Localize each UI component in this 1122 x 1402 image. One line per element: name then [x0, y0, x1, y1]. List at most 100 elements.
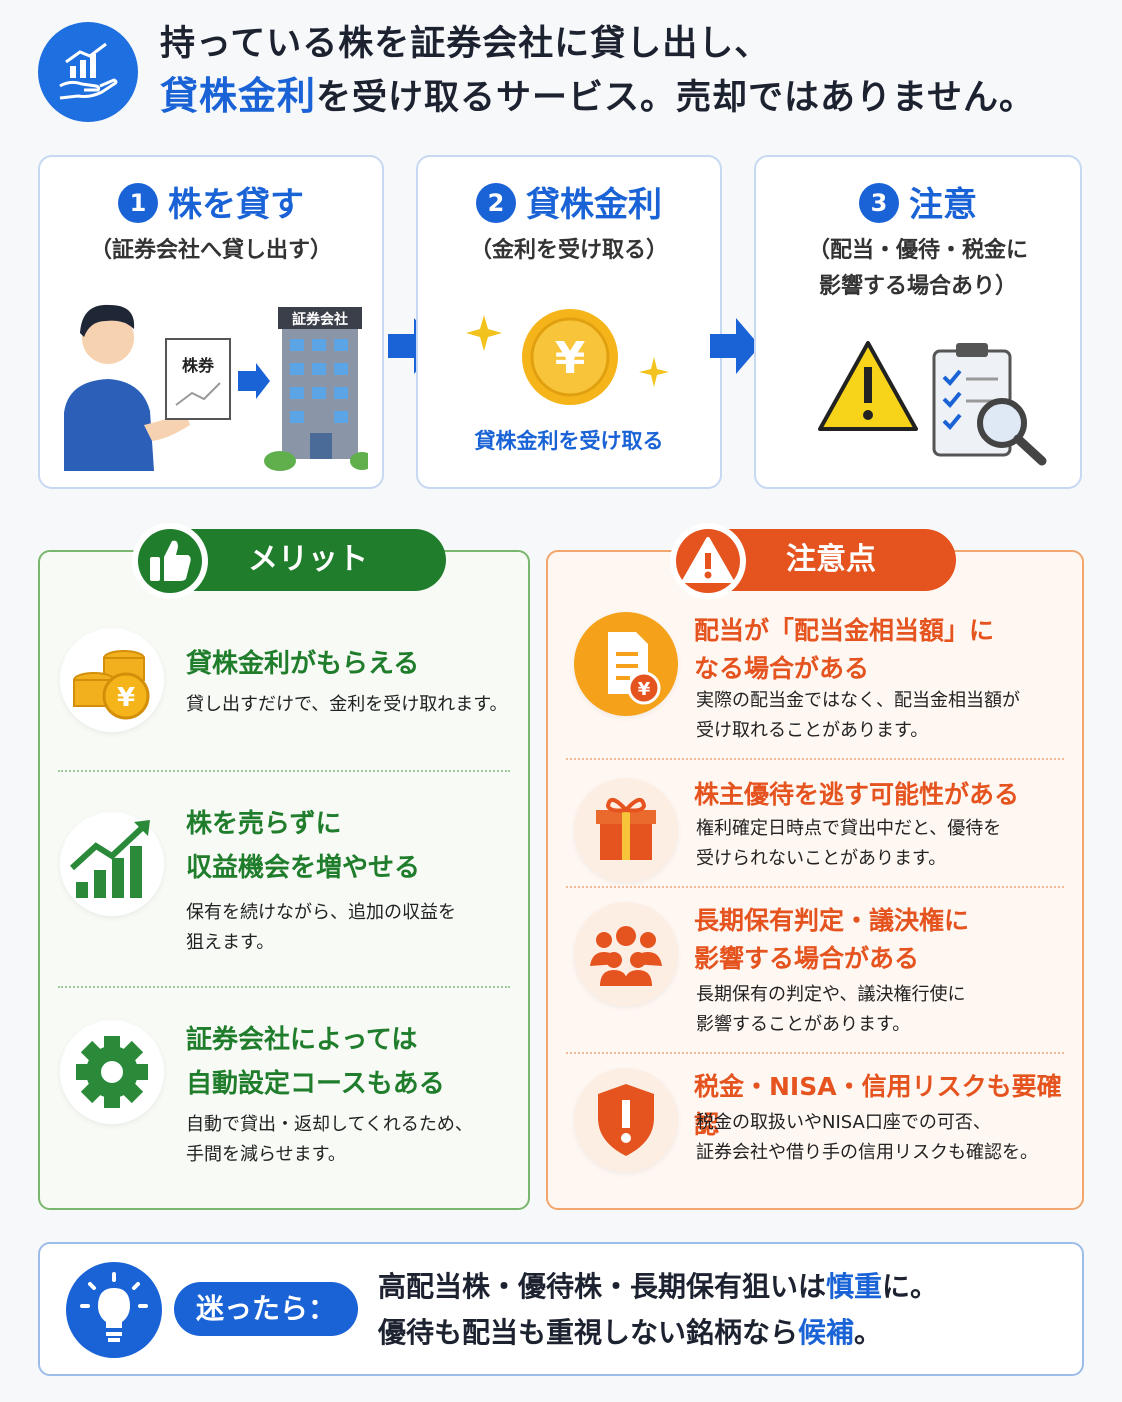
advice-line-2-highlight: 候補 [798, 1316, 855, 1349]
caution-3-title-line-2: 影響する場合がある [694, 944, 920, 973]
step-1-number: 1 [118, 183, 158, 223]
caution-1-desc: 実際の配当金ではなく、配当金相当額が 受け取れることがあります。 [696, 686, 1076, 746]
step-3-subtitle: （配当・優待・税金に 影響する場合あり） [756, 233, 1080, 305]
caution-1-title-line-1: 配当が「配当金相当額」に [694, 616, 995, 645]
light-bulb-icon [66, 1262, 162, 1358]
document-yen-icon: ¥ [574, 612, 678, 716]
caution-divider-2 [566, 886, 1064, 888]
step-3-title: 注意 [909, 185, 977, 225]
merit-divider-1 [58, 770, 510, 772]
advice-line-1-c: に。 [882, 1270, 939, 1303]
person-lending-illustration: 株券 証券会社 [64, 304, 368, 471]
caution-1-title-line-2: なる場合がある [694, 654, 870, 683]
merit-3-desc: 自動で貸出・返却してくれるため、 手間を減らせます。 [186, 1110, 516, 1170]
step-3-number: 3 [859, 183, 899, 223]
caution-2-desc: 権利確定日時点で貸出中だと、優待を 受けられないことがあります。 [696, 814, 1076, 874]
flow-arrow-2 [710, 318, 760, 374]
merits-panel: メリット ¥ 貸株金利がもらえる 貸し出すだけで、金利を受け取れます。 [38, 523, 530, 1210]
caution-1-title: 配当が「配当金相当額」に なる場合がある [694, 612, 1074, 688]
step-3-subtitle-line-2: 影響する場合あり） [818, 274, 1017, 299]
merit-3-title: 証券会社によっては 自動設定コースもある [186, 1018, 526, 1106]
merit-3-title-line-2: 自動設定コースもある [186, 1069, 445, 1099]
advice-text: 高配当株・優待株・長期保有狙いは慎重に。 優待も配当も重視しない銘柄なら候補。 [378, 1264, 1078, 1356]
page-title: 持っている株を証券会社に貸し出し、 貸株金利を受け取るサービス。売却ではありませ… [160, 18, 1100, 124]
caution-1-desc-line-2: 受け取れることがあります。 [696, 720, 929, 741]
svg-text:¥: ¥ [117, 683, 135, 713]
gift-icon [574, 778, 678, 882]
merit-3-desc-line-1: 自動で貸出・返却してくれるため、 [186, 1114, 473, 1135]
advice-line-1-a: 高配当株・優待株・長期保有狙いは [378, 1270, 827, 1303]
caution-2-title: 株主優待を逃す可能性がある [694, 780, 1020, 809]
merit-2-desc-line-2: 狙えます。 [186, 932, 275, 953]
thumbs-up-badge [132, 523, 208, 599]
title-line-1: 持っている株を証券会社に貸し出し、 [160, 24, 771, 64]
warning-badge [670, 523, 746, 599]
yen-symbol: ¥ [555, 333, 586, 384]
group-people-icon [574, 902, 678, 1006]
cautions-panel: 注意点 ¥ 配当が「配当金相当額」に なる場合がある 実際の配当金ではなく、配当… [546, 523, 1084, 1210]
advice-line-2: 優待も配当も重視しない銘柄なら候補。 [378, 1310, 1078, 1356]
merit-2-title: 株を売らずに 収益機会を増やせる [186, 802, 526, 890]
stock-certificate-label: 株券 [182, 356, 215, 375]
caution-3-title-line-1: 長期保有判定・議決権に [694, 906, 970, 935]
caution-1-desc-line-1: 実際の配当金ではなく、配当金相当額が [696, 690, 1020, 711]
svg-text:¥: ¥ [638, 679, 651, 700]
advice-line-1: 高配当株・優待株・長期保有狙いは慎重に。 [378, 1264, 1078, 1310]
step-2-title: 貸株金利 [526, 185, 662, 225]
step-2-number: 2 [476, 183, 516, 223]
advice-line-2-c: 。 [854, 1316, 883, 1349]
header: 持っている株を証券会社に貸し出し、 貸株金利を受け取るサービス。売却ではありませ… [38, 14, 1098, 132]
merit-2-desc-line-1: 保有を続けながら、追加の収益を [186, 902, 456, 923]
caution-2-desc-line-1: 権利確定日時点で貸出中だと、優待を [696, 818, 1002, 839]
yen-coin-illustration: ¥ [466, 309, 669, 405]
merits-heading: メリット [132, 523, 446, 599]
caution-divider-1 [566, 758, 1064, 760]
coins-icon: ¥ [60, 628, 164, 732]
warning-checklist-illustration [818, 341, 1047, 466]
caution-3-desc: 長期保有の判定や、議決権行使に 影響することがあります。 [696, 980, 1076, 1040]
advice-label: 迷ったら： [174, 1282, 358, 1336]
merit-1-desc: 貸し出すだけで、金利を受け取れます。 [186, 694, 508, 715]
shield-icon [574, 1068, 678, 1172]
caution-4-desc-line-2: 証券会社や借り手の信用リスクも確認を。 [696, 1142, 1038, 1163]
cautions-heading: 注意点 [670, 523, 956, 599]
caution-4-title: 税金・NISA・信用リスクも要確認 [694, 1072, 1062, 1139]
securities-company-label: 証券会社 [292, 311, 348, 328]
step-1-title: 株を貸す [168, 185, 304, 225]
title-highlight: 貸株金利 [160, 74, 317, 118]
title-line-2: 貸株金利を受け取るサービス。売却ではありません。 [160, 70, 1100, 124]
step-1-subtitle: （証券会社へ貸し出す） [89, 238, 332, 263]
merit-1-title: 貸株金利がもらえる [186, 649, 420, 679]
growth-hand-icon [38, 22, 138, 122]
merit-2-title-line-1: 株を売らずに [186, 809, 342, 839]
caution-divider-3 [566, 1052, 1064, 1054]
thumbs-up-icon [150, 540, 191, 581]
caution-4-desc-line-1: 税金の取扱いやNISA口座での可否、 [696, 1112, 991, 1133]
merit-2-title-line-2: 収益機会を増やせる [186, 853, 421, 883]
rising-chart-icon [60, 812, 164, 916]
caution-3-desc-line-2: 影響することがあります。 [696, 1014, 911, 1035]
cautions-label: 注意点 [786, 542, 876, 577]
caution-4-desc: 税金の取扱いやNISA口座での可否、 証券会社や借り手の信用リスクも確認を。 [696, 1108, 1076, 1168]
merit-3-desc-line-2: 手間を減らせます。 [186, 1144, 346, 1165]
caution-3-desc-line-1: 長期保有の判定や、議決権行使に [696, 984, 966, 1005]
caution-3-title: 長期保有判定・議決権に 影響する場合がある [694, 902, 1074, 978]
merits-label: メリット [248, 542, 368, 577]
step-3-subtitle-line-1: （配当・優待・税金に [807, 238, 1028, 263]
title-line-2-rest: を受け取るサービス。売却ではありません。 [316, 78, 1035, 118]
advice-banner: 迷ったら： 高配当株・優待株・長期保有狙いは慎重に。 優待も配当も重視しない銘柄… [38, 1242, 1084, 1376]
step-2-caption: 貸株金利を受け取る [474, 429, 664, 453]
step-2-subtitle: （金利を受け取る） [469, 238, 668, 263]
warning-icon [682, 537, 734, 583]
advice-line-2-a: 優待も配当も重視しない銘柄なら [378, 1316, 799, 1349]
merit-3-title-line-1: 証券会社によっては [186, 1025, 418, 1055]
merit-2-desc: 保有を続けながら、追加の収益を 狙えます。 [186, 898, 516, 958]
merit-divider-2 [58, 986, 510, 988]
caution-2-desc-line-2: 受けられないことがあります。 [696, 848, 947, 869]
